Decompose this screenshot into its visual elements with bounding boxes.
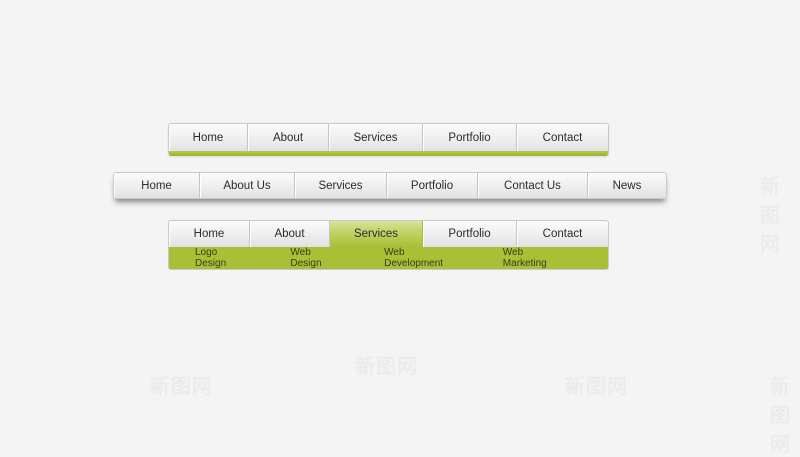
- nav2-item-services[interactable]: Services: [295, 173, 387, 198]
- nav3-submenu: Logo Design Web Design Web Development W…: [169, 247, 608, 269]
- watermark: 新图网: [565, 370, 628, 399]
- nav2-item-portfolio[interactable]: Portfolio: [387, 173, 478, 198]
- nav3-item-contact[interactable]: Contact: [517, 221, 608, 247]
- nav1-item-home[interactable]: Home: [169, 124, 248, 152]
- nav-bar-with-submenu: Home About Services Portfolio Contact Lo…: [168, 220, 609, 270]
- watermark: 新图网: [770, 370, 800, 457]
- submenu-item-logo-design[interactable]: Logo Design: [195, 247, 227, 269]
- nav-bar-shadow: Home About Us Services Portfolio Contact…: [113, 172, 667, 199]
- nav3-main: Home About Services Portfolio Contact: [169, 221, 608, 247]
- watermark: 新图网: [355, 350, 418, 379]
- nav3-item-portfolio[interactable]: Portfolio: [423, 221, 517, 247]
- nav-bar-green-underline: Home About Services Portfolio Contact: [168, 123, 609, 156]
- nav1-item-about[interactable]: About: [248, 124, 329, 152]
- submenu-item-web-design[interactable]: Web Design: [290, 247, 322, 269]
- watermark: 新图网: [760, 170, 800, 257]
- nav2-item-news[interactable]: News: [588, 173, 666, 198]
- nav1-item-contact[interactable]: Contact: [517, 124, 608, 152]
- submenu-item-web-marketing[interactable]: Web Marketing: [502, 247, 547, 269]
- nav2-item-contact-us[interactable]: Contact Us: [478, 173, 588, 198]
- nav2-item-home[interactable]: Home: [114, 173, 200, 198]
- nav1-item-portfolio[interactable]: Portfolio: [423, 124, 517, 152]
- nav2-item-about-us[interactable]: About Us: [200, 173, 295, 198]
- nav3-item-about[interactable]: About: [250, 221, 330, 247]
- nav3-item-home[interactable]: Home: [169, 221, 250, 247]
- watermark: 新图网: [150, 370, 213, 399]
- nav3-item-services-active[interactable]: Services: [330, 221, 423, 247]
- submenu-item-web-development[interactable]: Web Development: [384, 247, 444, 269]
- nav1-item-services[interactable]: Services: [329, 124, 423, 152]
